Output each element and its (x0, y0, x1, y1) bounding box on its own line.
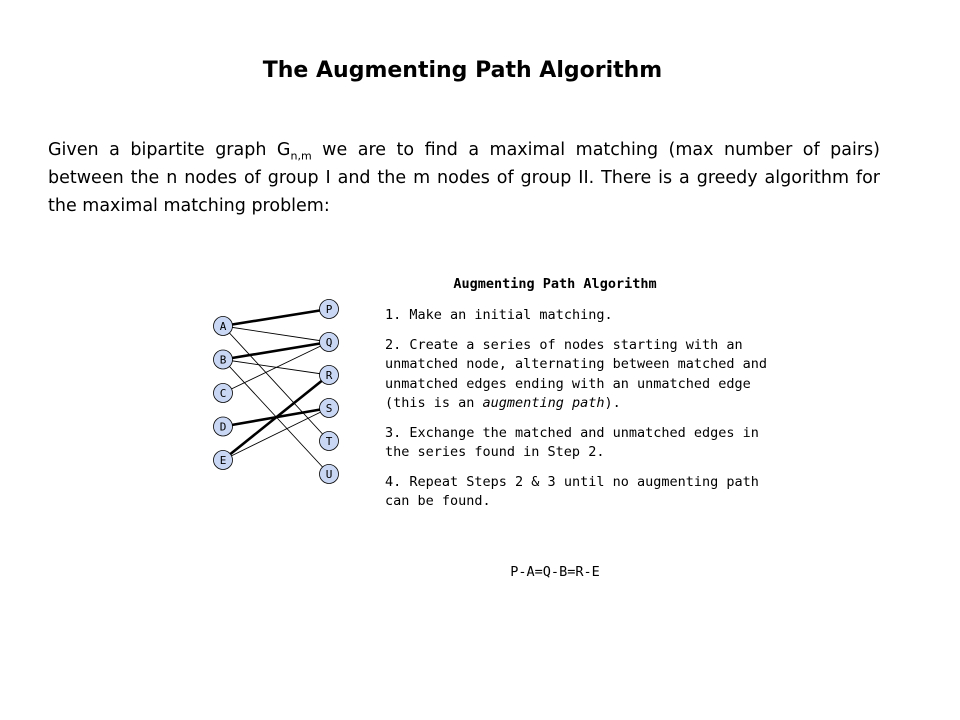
graph-node-label: Q (326, 336, 333, 349)
step-text: Make an initial matching. (409, 307, 613, 323)
graph-node-circle (213, 349, 233, 370)
graph-edge-c-q (222, 341, 330, 394)
step-3: 3. Exchange the matched and unmatched ed… (385, 424, 785, 463)
figure-title: Augmenting Path Algorithm (453, 276, 657, 292)
augmenting-path-sequence: P-A=Q-B=R-E (510, 564, 600, 580)
graph-edge-b-q (222, 340, 330, 361)
graph-node-e: E (213, 450, 233, 470)
bipartite-graph-svg: A B C D E P Q R S T U (213, 299, 339, 484)
graph-node-circle (213, 383, 233, 403)
graph-edge-e-s (222, 407, 330, 461)
graph-node-circle (213, 316, 233, 336)
graph-node-label: U (326, 468, 333, 481)
graph-node-a: A (213, 316, 233, 336)
graph-node-label: D (220, 421, 227, 434)
step-text-end: ). (604, 395, 621, 411)
graph-node-q: Q (319, 332, 339, 352)
slide-title: The Augmenting Path Algorithm (262, 58, 663, 83)
graph-node-circle (319, 365, 339, 385)
intro-paragraph: Given a bipartite graph Gn,m we are to f… (48, 136, 880, 220)
graph-node-b: B (213, 349, 233, 370)
graph-node-label: B (220, 354, 227, 367)
intro-text-start: Given a bipartite graph G (48, 140, 291, 160)
graph-subscript: n,m (290, 149, 312, 163)
algorithm-steps: 1. Make an initial matching. 2. Create a… (385, 306, 785, 522)
step-text: Create a series of nodes starting with a… (385, 336, 768, 412)
step-number: 1. (385, 307, 410, 323)
intro-text-end: we are to find a maximal matching (max n… (48, 140, 880, 216)
graph-node-u: U (319, 464, 339, 484)
graph-node-circle (319, 464, 339, 484)
graph-node-circle (319, 299, 339, 319)
graph-node-p: P (319, 299, 339, 319)
graph-node-c: C (213, 383, 233, 403)
step-1: 1. Make an initial matching. (385, 306, 785, 326)
graph-node-circle (213, 450, 233, 470)
graph-node-label: E (220, 454, 227, 467)
step-number: 4. (385, 473, 410, 490)
graph-node-label: C (220, 387, 227, 400)
graph-node-d: D (213, 416, 233, 437)
step-number: 2. (385, 336, 410, 353)
graph-node-t: T (319, 431, 339, 451)
step-4: 4. Repeat Steps 2 & 3 until no augmentin… (385, 473, 785, 512)
step-text: Repeat Steps 2 & 3 until no augmenting p… (385, 473, 759, 510)
graph-node-r: R (319, 365, 339, 385)
graph-node-circle (319, 398, 339, 418)
graph-edge-a-t (222, 325, 330, 442)
graph-node-circle (213, 416, 233, 437)
graph-node-label: S (326, 402, 333, 415)
step-text: Exchange the matched and unmatched edges… (385, 424, 759, 461)
graph-edge-a-q (222, 325, 330, 343)
bipartite-graph: A B C D E P Q R S T U (190, 290, 370, 500)
graph-node-circle (319, 332, 339, 352)
graph-node-circle (319, 431, 339, 451)
graph-node-label: P (326, 303, 333, 316)
step-number: 3. (385, 424, 410, 441)
step-emphasis: augmenting path (482, 395, 605, 411)
graph-edge-e-r (222, 373, 330, 462)
graph-node-s: S (319, 398, 339, 418)
graph-node-label: R (326, 369, 333, 382)
graph-node-label: A (220, 320, 227, 333)
graph-node-label: T (326, 435, 333, 448)
step-2: 2. Create a series of nodes starting wit… (385, 336, 785, 414)
graph-edge-a-p (222, 307, 330, 328)
